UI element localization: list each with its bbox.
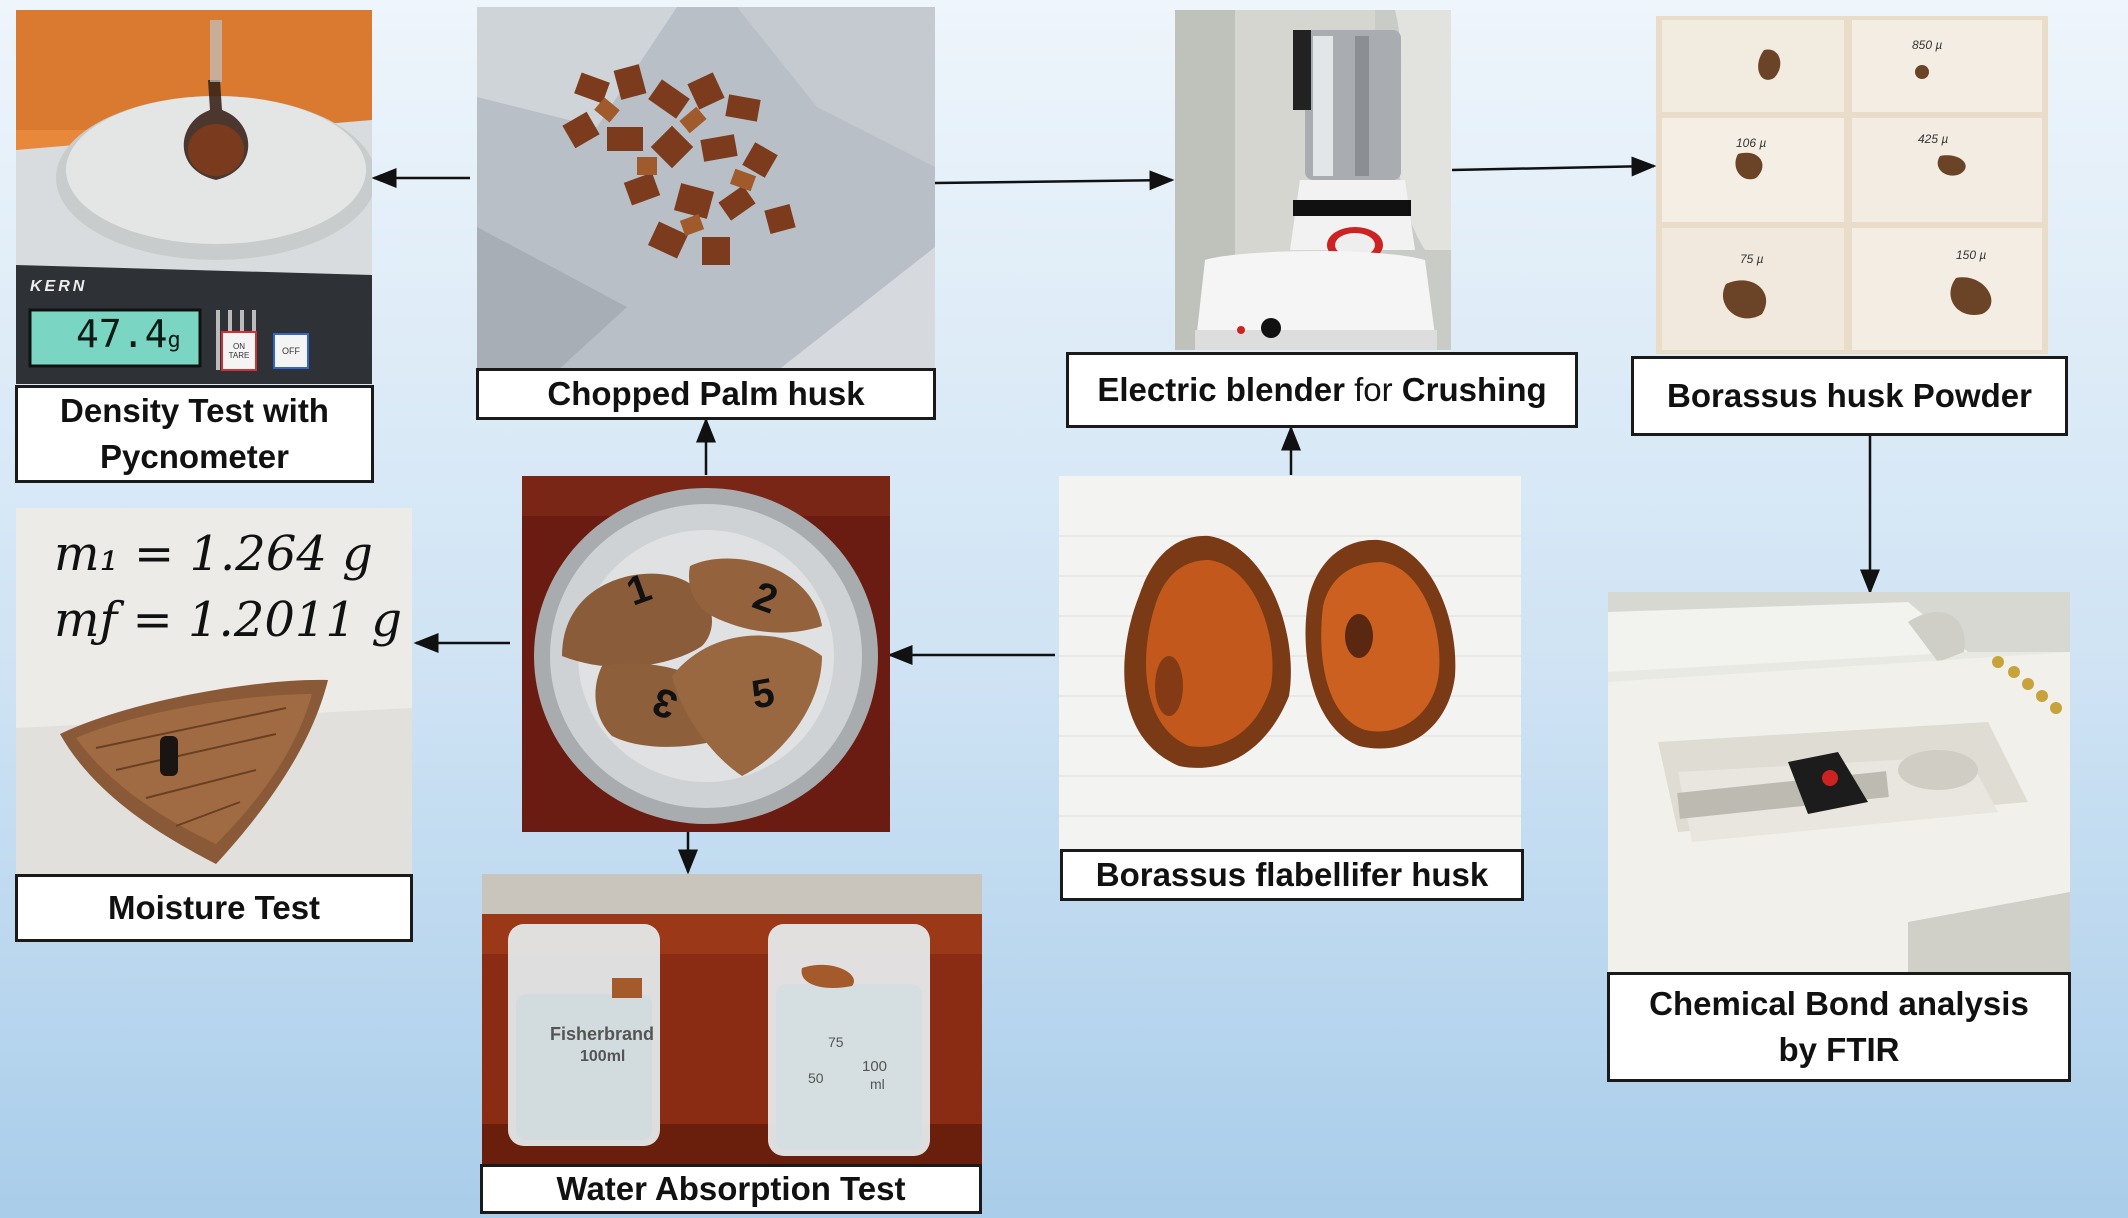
ftir-photo xyxy=(1608,592,2070,972)
scale-reading-value: 47.4 xyxy=(76,312,168,356)
husk-samples-photo: 1 2 3 5 xyxy=(522,476,890,832)
moisture-m1: m₁ = 1.264 g xyxy=(54,526,373,582)
chopped-husk-photo xyxy=(477,7,935,371)
water-absorption-photo: Fisherbrand 100ml 75 50 100 ml xyxy=(482,874,982,1164)
moisture-test-photo: m₁ = 1.264 g mƒ = 1.2011 g xyxy=(16,508,412,874)
beaker-volume: 100ml xyxy=(580,1048,626,1065)
scale-reading: 47.4g xyxy=(76,312,181,356)
beaker2-mark-50: 50 xyxy=(808,1070,824,1086)
scale-on-button: ON TARE xyxy=(228,342,250,360)
ftir-label: Chemical Bond analysis by FTIR xyxy=(1607,972,2071,1082)
chopped-husk-label: Chopped Palm husk xyxy=(476,368,936,420)
sieve-label-150: 150 µ xyxy=(1956,248,1987,262)
borassus-husk-photo xyxy=(1059,476,1521,850)
water-absorption-label: Water Absorption Test xyxy=(480,1164,982,1214)
scale-brand: KERN xyxy=(30,278,88,295)
density-test-label-line2: Pycnometer xyxy=(100,438,289,475)
sieve-label-850: 850 µ xyxy=(1912,38,1943,52)
beaker-brand: Fisherbrand xyxy=(550,1024,655,1044)
borassus-husk-label: Borassus flabellifer husk xyxy=(1060,849,1524,901)
scale-off-button: OFF xyxy=(282,346,300,356)
blender-label: Electric blender for Crushing xyxy=(1066,352,1578,428)
moisture-mf: mƒ = 1.2011 g xyxy=(54,592,402,648)
moisture-test-label: Moisture Test xyxy=(15,874,413,942)
blender-label-a: Electric blender xyxy=(1097,370,1355,408)
beaker2-mark-75: 75 xyxy=(828,1034,844,1050)
blender-label-c: Crushing xyxy=(1392,370,1547,408)
ftir-label-line2: by FTIR xyxy=(1778,1031,1900,1068)
density-test-label: Density Test with Pycnometer xyxy=(15,385,374,483)
sieve-label-106: 106 µ xyxy=(1736,136,1767,150)
arrow-blender-to-powder xyxy=(1451,156,1657,177)
husk-powder-photo: 850 µ 106 µ 425 µ 75 µ 150 µ xyxy=(1656,16,2048,354)
density-test-photo: KERN 47.4g ON TARE OFF xyxy=(16,10,372,384)
blender-label-b: for xyxy=(1354,370,1393,408)
sieve-label-75: 75 µ xyxy=(1740,252,1764,266)
husk-powder-label: Borassus husk Powder xyxy=(1631,356,2068,436)
beaker2-mark-100: 100 xyxy=(862,1058,888,1075)
density-test-label-line1: Density Test with xyxy=(60,391,329,429)
ftir-label-line1: Chemical Bond analysis xyxy=(1649,984,2029,1022)
arrow-chopped-to-blender xyxy=(934,170,1175,191)
scale-reading-unit: g xyxy=(167,328,181,353)
beaker2-mark-ml: ml xyxy=(870,1076,885,1092)
blender-photo xyxy=(1175,10,1451,350)
sieve-label-425: 425 µ xyxy=(1918,132,1949,146)
